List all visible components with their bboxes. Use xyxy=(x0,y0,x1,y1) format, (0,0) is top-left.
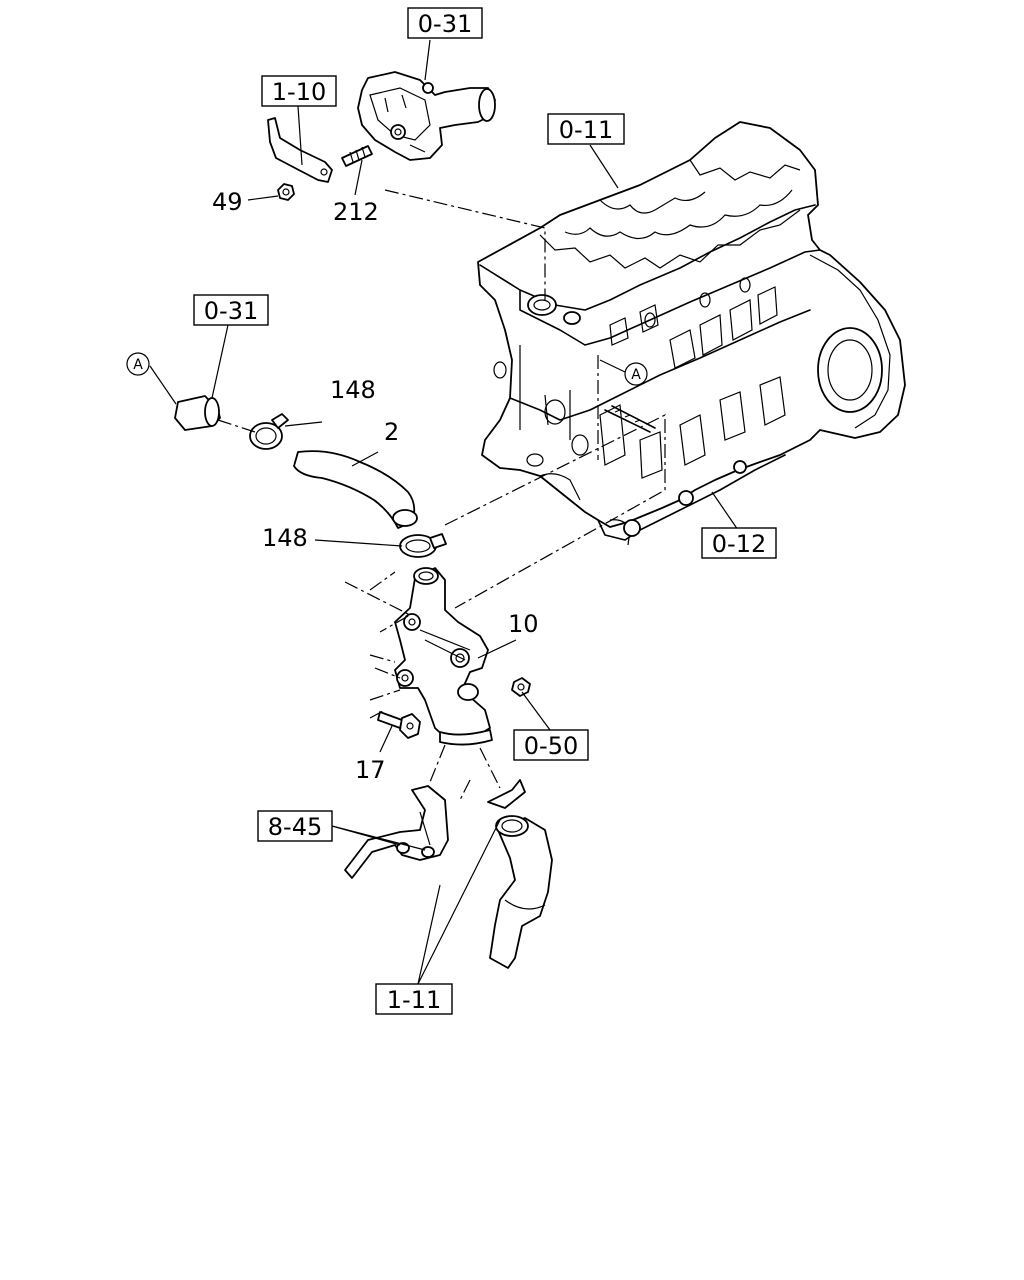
ref-1-11-label: 1-11 xyxy=(387,986,441,1014)
nut-0-50 xyxy=(511,677,531,697)
marker-a-left: A xyxy=(126,352,150,376)
ref-0-12-label: 0-12 xyxy=(712,530,766,558)
ref-0-50-label: 0-50 xyxy=(524,732,578,760)
part-number-212: 212 xyxy=(333,198,379,226)
clamp-148-upper xyxy=(249,413,289,450)
bracket xyxy=(267,117,333,183)
engine-block xyxy=(477,121,906,546)
ref-box-1-11[interactable]: 1-11 xyxy=(375,983,453,1015)
thermostat-housing xyxy=(357,71,496,161)
ref-box-0-11[interactable]: 0-11 xyxy=(547,113,625,145)
ref-box-8-45[interactable]: 8-45 xyxy=(257,810,333,842)
leader-lines xyxy=(149,39,739,985)
hose-1-11 xyxy=(487,779,553,969)
ref-box-0-31-top[interactable]: 0-31 xyxy=(407,7,483,39)
pipe-0-31 xyxy=(174,395,221,431)
part-number-17: 17 xyxy=(355,756,386,784)
ref-0-31-mid-label: 0-31 xyxy=(204,297,258,325)
ref-box-0-50[interactable]: 0-50 xyxy=(513,729,589,761)
part-number-10: 10 xyxy=(508,610,539,638)
marker-a-right: A xyxy=(624,362,648,386)
ref-box-1-10[interactable]: 1-10 xyxy=(261,75,337,107)
stud-212 xyxy=(341,145,373,167)
inlet-pipe-10 xyxy=(394,567,493,746)
ref-0-31-top-label: 0-31 xyxy=(418,10,472,38)
marker-a-right-label: A xyxy=(631,367,641,383)
clamp-148-lower xyxy=(399,533,447,558)
part-number-2: 2 xyxy=(384,418,399,446)
nut-49 xyxy=(277,183,295,201)
ref-8-45-label: 8-45 xyxy=(268,813,322,841)
ref-box-0-31-mid[interactable]: 0-31 xyxy=(193,294,269,326)
bolt-17 xyxy=(377,711,421,739)
hoses-8-45 xyxy=(344,785,449,879)
part-number-49: 49 xyxy=(212,188,243,216)
alignment-lines xyxy=(217,189,666,801)
ref-box-0-12[interactable]: 0-12 xyxy=(701,527,777,559)
ref-1-10-label: 1-10 xyxy=(272,78,326,106)
part-number-148-upper: 148 xyxy=(330,376,376,404)
marker-a-left-label: A xyxy=(133,357,143,373)
part-number-148-lower: 148 xyxy=(262,524,308,552)
hose-2 xyxy=(293,450,418,529)
ref-0-11-label: 0-11 xyxy=(559,116,613,144)
